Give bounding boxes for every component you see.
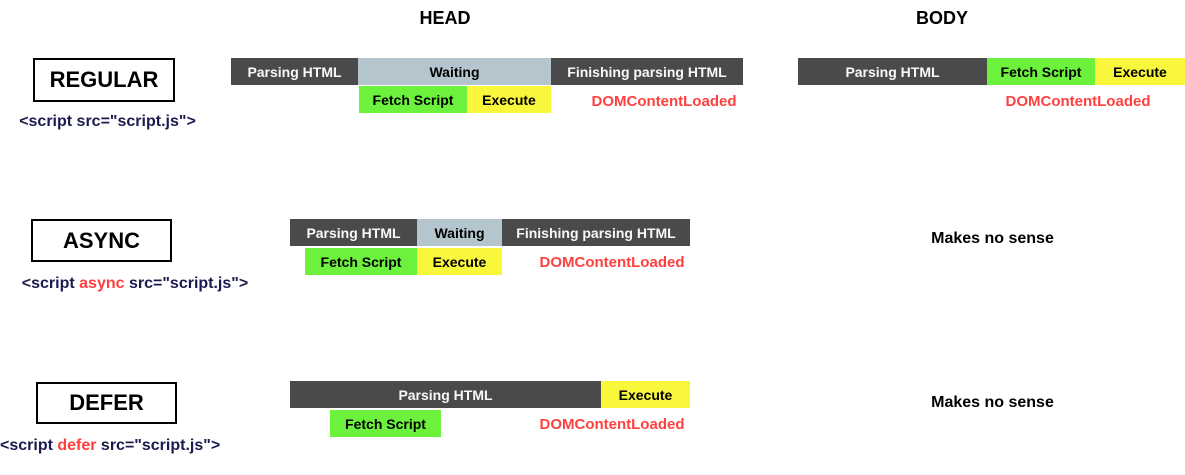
text-defer-body-makes-no-sense: Makes no sense: [931, 394, 1054, 411]
code-defer-keyword: defer: [57, 437, 97, 454]
row-label-defer-text: DEFER: [69, 390, 144, 415]
bar-regular-head-finishing-parsing: Finishing parsing HTML: [551, 58, 743, 85]
event-defer-head-domcontentloaded: DOMContentLoaded: [539, 416, 685, 433]
column-header-body: BODY: [915, 8, 968, 28]
row-label-async: ASYNC: [31, 219, 172, 262]
event-regular-body-domcontentloaded: DOMContentLoaded: [1005, 93, 1151, 110]
bar-async-head-waiting: Waiting: [417, 219, 502, 246]
code-async-before: <script: [21, 275, 80, 292]
code-async-after: src="script.js">: [124, 275, 249, 292]
bar-regular-head-execute: Execute: [467, 86, 551, 113]
code-async-keyword: async: [79, 275, 125, 292]
code-defer-before: <script: [0, 437, 58, 454]
bar-async-head-finishing-parsing: Finishing parsing HTML: [502, 219, 690, 246]
bar-async-head-execute: Execute: [417, 248, 502, 275]
bar-async-head-fetch-script: Fetch Script: [305, 248, 417, 275]
bar-defer-head-parsing-html: Parsing HTML: [290, 381, 601, 408]
row-label-regular: REGULAR: [33, 58, 175, 102]
code-regular-after: src="script.js">: [72, 113, 196, 130]
bar-regular-body-execute: Execute: [1095, 58, 1185, 85]
row-label-async-text: ASYNC: [62, 227, 140, 253]
code-defer-after: src="script.js">: [96, 437, 221, 454]
code-snippet-defer: <script defer src="script.js">: [0, 437, 221, 455]
bar-regular-head-waiting: Waiting: [358, 58, 551, 85]
text-async-body-makes-no-sense: Makes no sense: [931, 230, 1054, 247]
code-regular-before: <script: [19, 113, 73, 130]
bar-regular-head-fetch-script: Fetch Script: [359, 86, 467, 113]
bar-defer-head-fetch-script: Fetch Script: [330, 410, 441, 437]
code-snippet-async: <script async src="script.js">: [0, 275, 270, 293]
row-label-regular-text: REGULAR: [49, 67, 159, 92]
row-label-defer: DEFER: [36, 382, 177, 424]
bar-regular-head-parsing-html: Parsing HTML: [231, 58, 358, 85]
bar-async-head-parsing-html: Parsing HTML: [290, 219, 417, 246]
event-regular-head-domcontentloaded: DOMContentLoaded: [591, 93, 737, 110]
event-async-head-domcontentloaded: DOMContentLoaded: [539, 254, 685, 271]
code-snippet-regular: <script src="script.js">: [5, 113, 210, 131]
bar-defer-head-execute: Execute: [601, 381, 690, 408]
bar-regular-body-fetch-script: Fetch Script: [987, 58, 1095, 85]
bar-regular-body-parsing-html: Parsing HTML: [798, 58, 987, 85]
column-header-head: HEAD: [419, 8, 471, 28]
